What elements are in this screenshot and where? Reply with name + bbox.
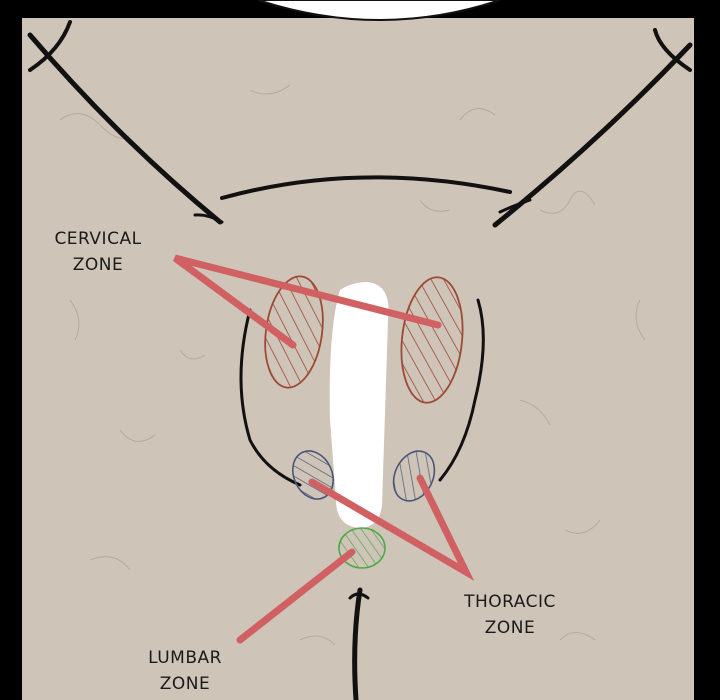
thoracic-zone-label: THORACIC ZONE bbox=[430, 589, 590, 641]
lumbar-zone bbox=[338, 527, 386, 569]
cervical-zone-markers bbox=[264, 275, 464, 404]
cervical-label-line2: ZONE bbox=[72, 255, 124, 275]
cervical-zone-label: CERVICAL ZONE bbox=[18, 226, 178, 278]
spine-highlight bbox=[329, 282, 389, 528]
lumbar-zone-label: LUMBAR ZONE bbox=[105, 645, 265, 697]
thoracic-pointer bbox=[308, 474, 475, 581]
thoracic-label-line1: THORACIC bbox=[464, 592, 556, 612]
body-outline bbox=[27, 20, 693, 700]
lumbar-label-line2: ZONE bbox=[159, 674, 211, 694]
lumbar-pointer bbox=[236, 548, 356, 644]
top-white-shape bbox=[257, 0, 501, 21]
cervical-zone-right bbox=[400, 276, 464, 404]
cervical-pointer bbox=[172, 254, 442, 349]
paper-texture bbox=[59, 84, 646, 646]
thoracic-label-line2: ZONE bbox=[484, 618, 536, 638]
cervical-label-line1: CERVICAL bbox=[54, 229, 142, 249]
lumbar-label-line1: LUMBAR bbox=[148, 648, 222, 668]
pointer-lines bbox=[172, 254, 475, 644]
